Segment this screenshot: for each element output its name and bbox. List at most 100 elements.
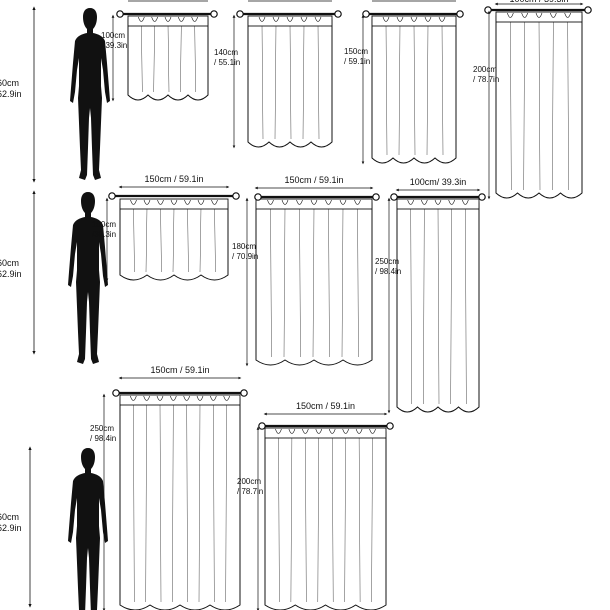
rod-pocket-gather [211,199,218,205]
rod-pocket [119,198,229,210]
rod-pocket [371,15,457,27]
curtain-length-cm: 100cm [101,31,125,40]
rod-pocket-gather [355,428,363,434]
curtain-fold-line [290,435,293,603]
rod-pocket-gather [296,199,303,205]
rod-pocket-gather [407,199,414,205]
curtain-panel: 140cm/ 55.1in [214,0,342,149]
rod-pocket-gather [170,199,178,205]
curtain-length-cm: 100cm [92,220,116,229]
curtain-fold-line [410,206,412,405]
rod-pocket-gather [438,16,446,22]
curtain-length-in: / 70.9in [232,252,258,261]
rod-pocket-gather [354,199,361,205]
rod-pocket-gather [178,16,185,22]
rod-finial-icon [484,6,492,14]
rod-pocket-gather [286,16,294,22]
curtain-fold-line [274,23,277,140]
rod-pocket [119,394,241,406]
rod-pocket-gather [462,199,469,205]
figure-height-cm: 60cm [0,78,19,88]
curtain-length-in: /39.3in [92,230,116,239]
rod-pocket-gather [130,199,137,205]
person-silhouette-icon [68,448,108,610]
rod-finial-icon [334,10,342,18]
curtain-fold-line [270,206,272,358]
curtain-fold-line [552,19,554,191]
curtain-width-label: 100cm / 39.3in [509,0,568,4]
rod-pocket-gather [302,428,309,434]
curtain-fold-line [398,23,401,156]
curtain-fabric [264,431,387,610]
curtain-fold-line [299,206,301,358]
curtain-width-label: 150cm / 59.1in [284,175,343,185]
rod-pocket-gather [434,199,442,205]
rod-pocket-gather [424,16,432,22]
curtain-fold-line [567,19,569,191]
rod-finial-icon [478,193,486,201]
curtain-fold-line [331,435,334,603]
figure-height-in: 62.9in [0,269,22,279]
curtain-fold-line [289,23,292,140]
rod-pocket-gather [275,428,282,434]
curtain-fold-line [523,19,525,191]
rod-finial-icon [108,192,116,200]
rod-pocket [396,198,480,210]
curtain-panel: 100cm/ 39.3in [101,0,218,102]
rod-pocket-gather [151,16,158,22]
curtain-fold-line [341,206,344,358]
curtain-fold-line [172,206,175,273]
curtain-fabric [119,398,241,610]
rod-finial-icon [254,193,262,201]
curtain-fold-line [213,402,215,603]
curtain-fold-line [172,402,174,603]
rod-finial-icon [240,389,248,397]
rod-pocket-gather [143,395,150,401]
curtain-length-cm: 250cm [90,424,114,433]
rod-pocket-gather [369,428,376,434]
curtain-fabric [396,202,480,413]
curtain-fold-line [199,206,202,273]
curtain-fold-line [437,206,440,405]
curtain-fold-line [302,23,305,140]
rod-pocket-gather [183,395,190,401]
curtain-fold-line [167,23,170,93]
curtain-length-in: / 78.7in [473,75,499,84]
curtain-fold-line [441,23,444,156]
rod-pocket-gather [339,199,347,205]
rod-finial-icon [362,10,370,18]
curtain-fold-line [160,206,162,273]
rod-finial-icon [112,389,120,397]
rod-pocket-gather [315,428,323,434]
curtain-fold-line [187,206,189,273]
curtain-width-label: 150cm / 59.1in [296,401,355,411]
curtain-fabric [255,202,373,366]
rod-pocket-gather [507,12,514,18]
curtain-fold-line [214,206,216,273]
curtain-fabric [247,19,333,148]
curtain-fold-line [261,23,264,140]
curtain-fold-line [328,206,330,358]
rod-pocket-gather [157,199,164,205]
curtain-fold-line [317,435,320,603]
curtain-fold-line [225,402,227,603]
rod-pocket-gather [164,16,172,22]
curtain-fold-line [198,402,201,603]
rod-pocket-gather [564,12,571,18]
rod-pocket-gather [130,395,137,401]
rod-pocket-gather [156,395,164,401]
curtain-fabric [127,19,209,101]
curtain-width-label: 100cm/ 39.3in [410,177,467,187]
rod-pocket-gather [288,428,296,434]
rod-pocket-gather [342,428,349,434]
rod-finial-icon [584,6,592,14]
curtain-length-cm: 200cm [237,477,261,486]
curtain-fold-line [371,435,373,603]
curtain-fabric [371,19,457,164]
rod-pocket-gather [396,16,404,22]
curtain-width-label: 150cm / 59.1in [150,365,209,375]
